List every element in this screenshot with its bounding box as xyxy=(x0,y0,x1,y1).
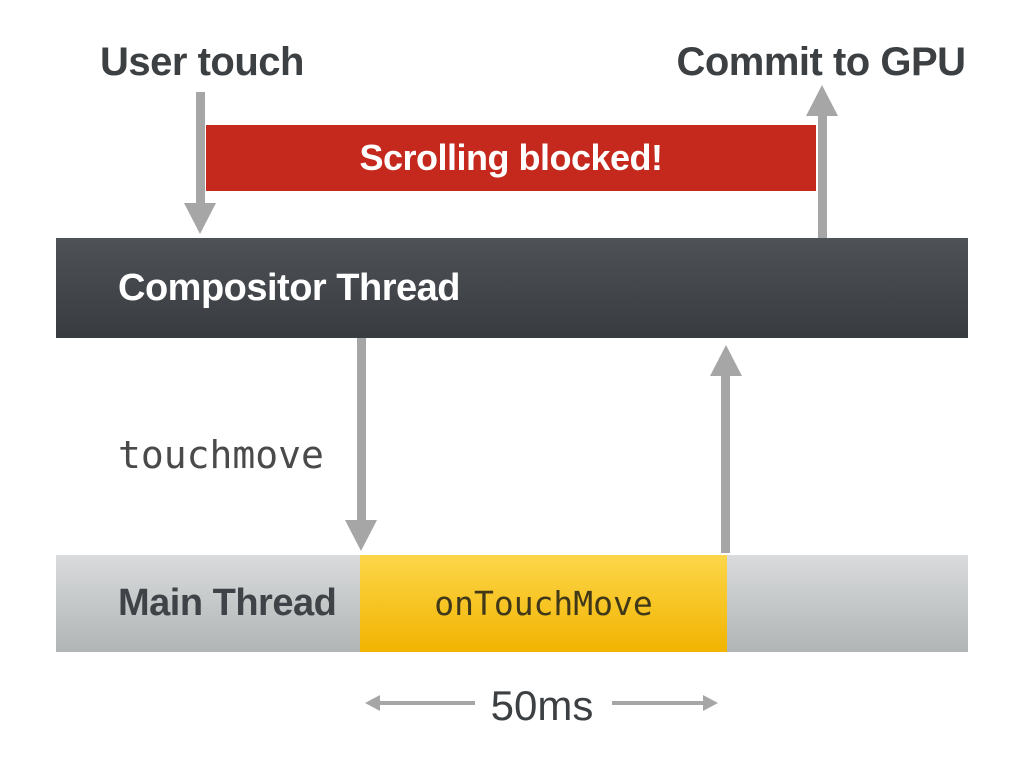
commit-to-gpu-label: Commit to GPU xyxy=(676,40,966,84)
compositor-thread-label: Compositor Thread xyxy=(118,266,460,309)
ontouchmove-task-label: onTouchMove xyxy=(434,584,653,623)
user-touch-label: User touch xyxy=(100,40,304,84)
main-thread-bar: onTouchMove Main Thread xyxy=(56,555,968,652)
duration-label: 50ms xyxy=(490,682,594,729)
ontouchmove-task-block: onTouchMove xyxy=(360,555,727,652)
main-thread-label: Main Thread xyxy=(118,582,337,624)
scrolling-blocked-banner: Scrolling blocked! xyxy=(206,125,816,191)
scrolling-blocked-text: Scrolling blocked! xyxy=(359,137,663,178)
touchmove-event-label: touchmove xyxy=(118,433,324,477)
compositor-thread-bar: Compositor Thread xyxy=(56,238,968,338)
